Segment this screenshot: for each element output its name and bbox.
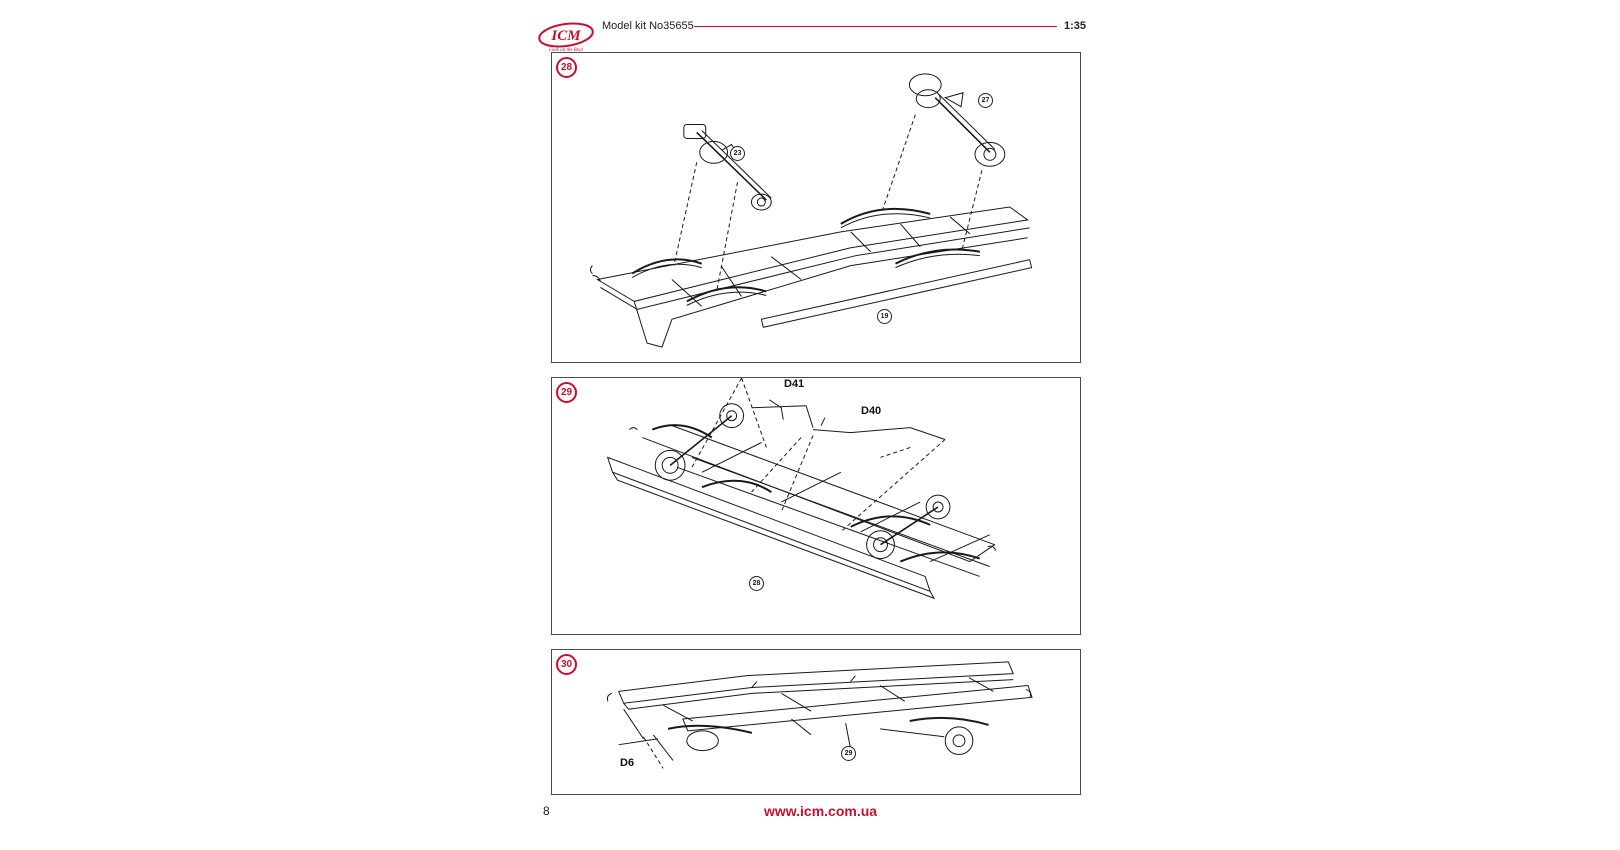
step-29-panel: 29 [551, 377, 1081, 635]
logo-brand-text: ICM [550, 28, 581, 44]
icm-logo: ICM Look on the Real [536, 18, 598, 54]
scale-label: 1:35 [1064, 20, 1087, 32]
step-number-badge: 28 [556, 57, 577, 78]
part-label-d41: D41 [784, 378, 805, 390]
page-number: 8 [543, 804, 550, 818]
step-29-chassis-drawing [552, 378, 1080, 634]
ref-step-19: 19 [877, 309, 892, 324]
step-number-badge: 30 [556, 654, 577, 675]
logo-tagline: Look on the Real [548, 48, 584, 53]
ref-step-27: 27 [978, 93, 993, 108]
website-link[interactable]: www.icm.com.ua [764, 803, 878, 819]
part-label-d6: D6 [620, 757, 635, 769]
step-30-panel: 30 D6 29 [551, 649, 1081, 795]
step-28-chassis-drawing [552, 53, 1080, 362]
part-label-d40: D40 [861, 405, 882, 417]
step-30-chassis-drawing [552, 650, 1080, 794]
model-kit-title: Model kit No35655 [602, 20, 694, 32]
ref-step-28: 28 [749, 576, 764, 591]
step-number-badge: 29 [556, 382, 577, 403]
step-28-panel: 28 [551, 52, 1081, 363]
ref-step-23: 23 [730, 146, 745, 161]
header-divider [694, 26, 1057, 27]
ref-step-29: 29 [841, 746, 856, 761]
